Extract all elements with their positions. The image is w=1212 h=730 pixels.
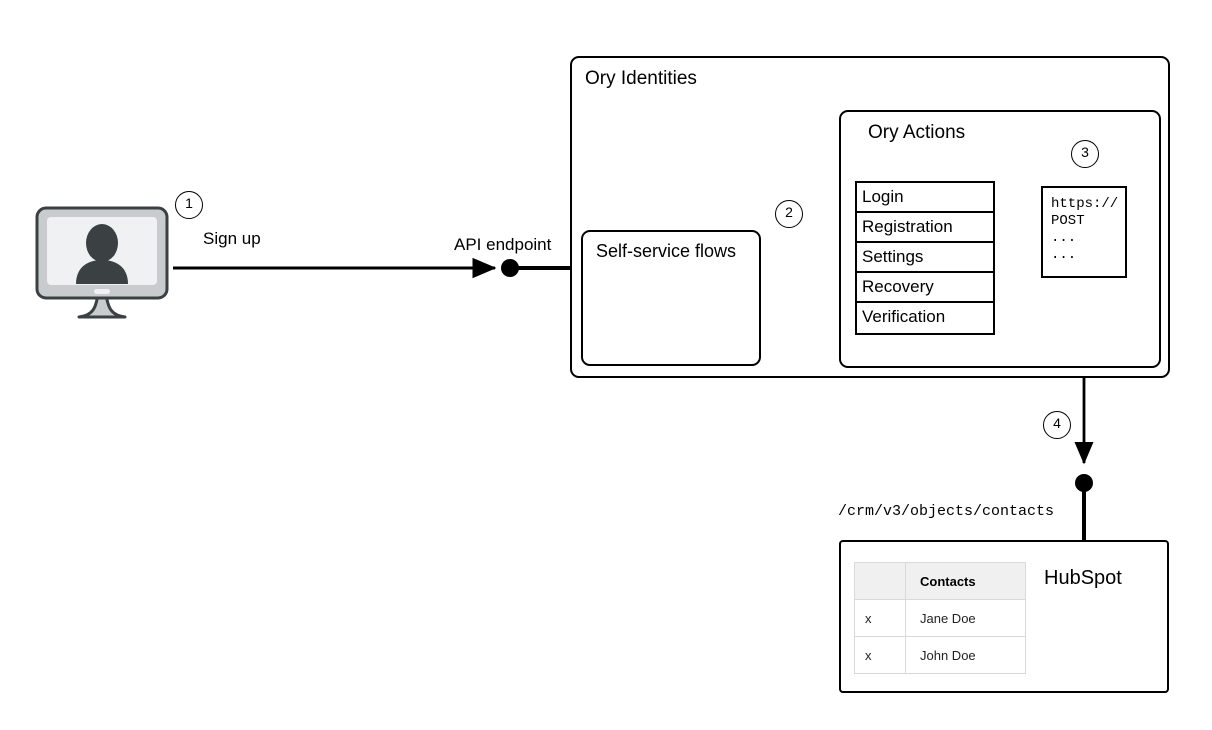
cell-key: x xyxy=(854,636,906,674)
crm-path-label: /crm/v3/objects/contacts xyxy=(838,503,1055,520)
flow-item-settings[interactable]: Settings xyxy=(857,243,993,273)
cell-contact-name: Jane Doe xyxy=(905,599,1026,637)
column-header-key xyxy=(854,562,906,600)
step-circle-1: 1 xyxy=(175,191,203,219)
table-header-row: Contacts xyxy=(854,562,1026,600)
api-endpoint-label: API endpoint xyxy=(454,235,552,254)
flow-item-recovery[interactable]: Recovery xyxy=(857,273,993,303)
column-header-contacts: Contacts xyxy=(905,562,1026,600)
hubspot-title: HubSpot xyxy=(1044,567,1122,589)
signup-label: Sign up xyxy=(203,229,261,248)
ory-identities-title: Ory Identities xyxy=(585,68,697,89)
self-service-flows-box xyxy=(581,230,761,366)
step-circle-3: 3 xyxy=(1071,140,1099,168)
flow-item-verification[interactable]: Verification xyxy=(862,307,946,326)
cell-contact-name: John Doe xyxy=(905,636,1026,674)
flow-item-registration[interactable]: Registration xyxy=(857,213,993,243)
webhook-request-box: https:// POST ... ... xyxy=(1041,186,1127,278)
ory-actions-flow-list: Login Registration Settings Recovery Ver… xyxy=(855,181,995,335)
step-circle-4: 4 xyxy=(1043,411,1071,439)
contacts-table: Contacts x Jane Doe x John Doe xyxy=(854,562,1026,674)
user-monitor-icon xyxy=(35,206,169,319)
ory-actions-title: Ory Actions xyxy=(868,122,966,143)
table-row[interactable]: x John Doe xyxy=(854,636,1026,674)
self-service-flows-title: Self-service flows xyxy=(596,241,737,261)
step-circle-2: 2 xyxy=(775,200,803,228)
table-row[interactable]: x Jane Doe xyxy=(854,599,1026,637)
cell-key: x xyxy=(854,599,906,637)
flow-item-login[interactable]: Login xyxy=(857,183,993,213)
